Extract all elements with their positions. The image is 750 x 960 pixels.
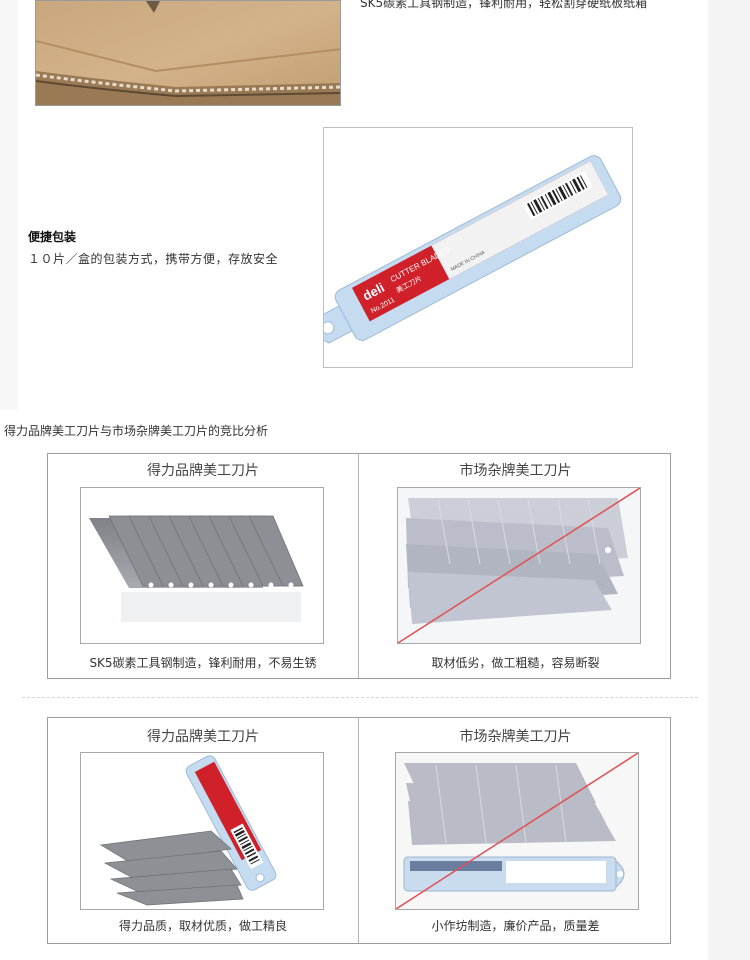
comparison-table-2: 得力品牌美工刀片 <box>47 717 671 944</box>
offbrand-blade-graphic <box>398 488 640 643</box>
page-right-margin <box>708 0 750 960</box>
packaging-title: 便捷包装 <box>28 230 77 244</box>
deli-blades-image <box>80 487 324 644</box>
column-header: 市场杂牌美工刀片 <box>459 729 572 745</box>
blade-stack-graphic <box>81 488 323 643</box>
comparison-heading: 得力品牌美工刀片与市场杂牌美工刀片的竞比分析 <box>4 424 269 438</box>
cross-out-line <box>396 753 638 909</box>
column-caption: SK5碳素工具钢制造，锋利耐用，不易生锈 <box>89 656 317 670</box>
column-caption: 得力品质，取材优质，做工精良 <box>118 919 287 933</box>
comparison-column-offbrand: 市场杂牌美工刀片 小作坊制造，廉价产 <box>358 718 672 943</box>
cross-out-line <box>398 488 640 643</box>
comparison-table-1: 得力品牌美工刀片 <box>47 453 671 679</box>
deli-case-graphic <box>81 753 323 909</box>
page-left-margin <box>0 0 18 410</box>
offbrand-case-blades-image <box>395 752 639 910</box>
comparison-column-deli: 得力品牌美工刀片 <box>48 454 358 678</box>
packaging-photo: deli CUTTER BLADES 美工刀片 No.2011 MADE IN … <box>323 127 633 368</box>
comparison-column-offbrand: 市场杂牌美工刀片 取材低劣，做工粗糙，容易断裂 <box>358 454 672 678</box>
packaging-description: １０片／盒的包装方式，携带方便，存放安全 <box>28 252 279 266</box>
offbrand-blades-image <box>397 487 641 644</box>
deli-case-blades-image <box>80 752 324 910</box>
column-caption: 取材低劣，做工粗糙，容易断裂 <box>431 656 600 670</box>
top-caption: SK5碳素工具钢制造，锋利耐用，轻松割穿硬纸板纸箱 <box>360 0 648 10</box>
column-caption: 小作坊制造，廉价产品，质量差 <box>431 919 600 933</box>
comparison-column-deli: 得力品牌美工刀片 <box>48 718 358 943</box>
column-header: 市场杂牌美工刀片 <box>459 463 572 479</box>
section-divider <box>22 697 698 698</box>
cardboard-cut-photo <box>35 0 341 106</box>
blade-case-image: deli CUTTER BLADES 美工刀片 No.2011 MADE IN … <box>324 128 632 367</box>
offbrand-case-graphic <box>396 753 638 909</box>
cardboard-image <box>36 1 340 105</box>
column-header: 得力品牌美工刀片 <box>147 729 259 745</box>
column-header: 得力品牌美工刀片 <box>147 463 259 479</box>
